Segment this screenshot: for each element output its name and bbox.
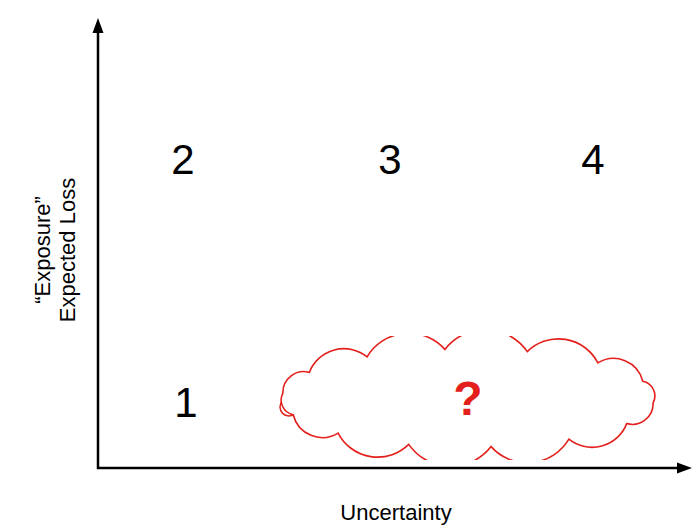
y-axis xyxy=(97,30,100,469)
question-mark: ? xyxy=(453,371,482,426)
cloud-shape xyxy=(281,336,655,460)
thought-cloud: ? xyxy=(268,336,668,460)
x-axis-arrowhead xyxy=(677,463,692,474)
x-axis xyxy=(97,467,680,470)
y-axis-label: “Exposure” Expected Loss xyxy=(30,170,81,330)
quadrant-number: 4 xyxy=(581,136,604,184)
quadrant-number: 2 xyxy=(171,136,194,184)
quadrant-number: 3 xyxy=(378,136,401,184)
y-axis-arrowhead xyxy=(93,18,104,33)
x-axis-label: Uncertainty xyxy=(340,500,451,525)
quadrant-number: 1 xyxy=(174,379,197,427)
